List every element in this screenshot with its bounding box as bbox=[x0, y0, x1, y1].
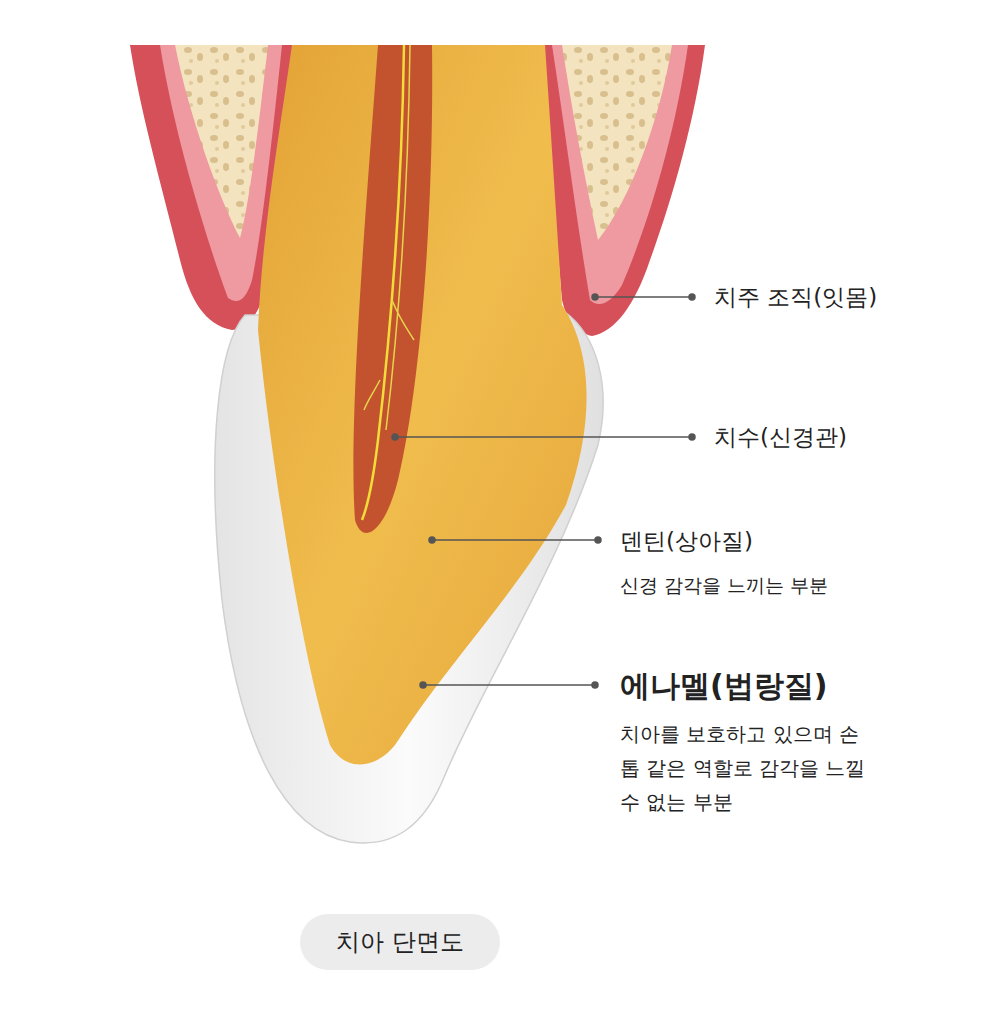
bone-left bbox=[175, 45, 268, 238]
leader-line bbox=[595, 296, 692, 298]
part-note: 치아를 보호하고 있으며 손톱 같은 역할로 감각을 느낄 수 없는 부분 bbox=[620, 717, 870, 819]
leader-dot bbox=[429, 537, 435, 543]
leader-dot bbox=[392, 434, 398, 440]
leader-dot bbox=[592, 294, 598, 300]
part-label: 치주 조직(잇몸) bbox=[714, 283, 877, 313]
bone-right bbox=[562, 45, 672, 240]
caption-pill: 치아 단면도 bbox=[300, 914, 500, 970]
part-label: 치수(신경관) bbox=[714, 423, 847, 453]
leader-line bbox=[423, 684, 595, 686]
part-label: 덴틴(상아질) bbox=[620, 527, 753, 557]
nerve bbox=[364, 45, 414, 430]
leader-dot bbox=[689, 434, 695, 440]
caption-text: 치아 단면도 bbox=[336, 926, 464, 958]
part-label: 에나멜(법랑질) bbox=[620, 666, 827, 705]
leader-dot bbox=[595, 537, 601, 543]
leader-dot bbox=[689, 294, 695, 300]
leader-dot bbox=[592, 682, 598, 688]
part-note: 신경 감각을 느끼는 부분 bbox=[620, 573, 828, 598]
gum-right-inner bbox=[552, 45, 688, 304]
leader-line bbox=[395, 436, 692, 438]
nerve bbox=[362, 45, 404, 520]
gum-right bbox=[540, 45, 705, 336]
leader-dot bbox=[420, 682, 426, 688]
leader-line bbox=[432, 539, 598, 541]
dentin bbox=[258, 45, 587, 765]
pulp bbox=[353, 45, 432, 533]
